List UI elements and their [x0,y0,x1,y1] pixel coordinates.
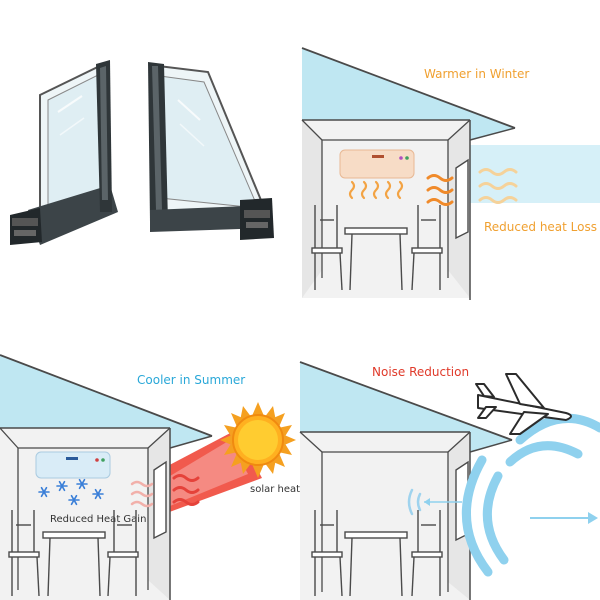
sound-wave-icon [462,413,600,577]
chair-icon [311,510,343,597]
heat-wave-icon [348,180,404,200]
panel-winter: Warmer in Winter Reduced heat Loss [301,47,600,300]
panel-title-summer: Cooler in Summer [137,373,245,387]
heat-wave-icon [130,480,154,508]
chair-icon [107,510,139,597]
roof [0,355,212,448]
table-icon [42,531,106,597]
room [300,432,470,600]
heat-gain-label: Reduced Heat Gain [50,514,146,525]
roof [302,48,515,140]
heat-wave-icon [426,174,454,206]
sun-icon [220,402,296,478]
heat-wave-icon [478,168,518,204]
panel-summer: Cooler in Summer Reduced Heat Gain solar… [0,354,300,600]
heat-loss-label: Reduced heat Loss [484,220,597,234]
table-icon [344,531,408,597]
solar-heat-label: solar heat [250,484,300,495]
window [153,460,167,540]
heat-loss-band [470,145,600,203]
snowflake-icon [38,478,104,506]
window [455,158,469,240]
air-conditioner-icon [35,451,111,479]
heat-wave-icon [172,474,200,506]
room [302,120,470,298]
chair-icon [8,510,40,597]
window-profile-icon [10,60,274,245]
roof [300,362,512,452]
panel-title-winter: Warmer in Winter [424,67,529,81]
table-icon [344,227,408,291]
panel-noise: Noise Reduction [299,361,600,600]
chair-icon [411,510,443,597]
air-conditioner-icon [339,149,415,179]
airplane-icon [475,373,572,435]
panel-title-noise: Noise Reduction [372,365,469,379]
chair-icon [311,205,343,291]
speaker-wave-icon [407,488,422,516]
chair-icon [411,205,443,291]
